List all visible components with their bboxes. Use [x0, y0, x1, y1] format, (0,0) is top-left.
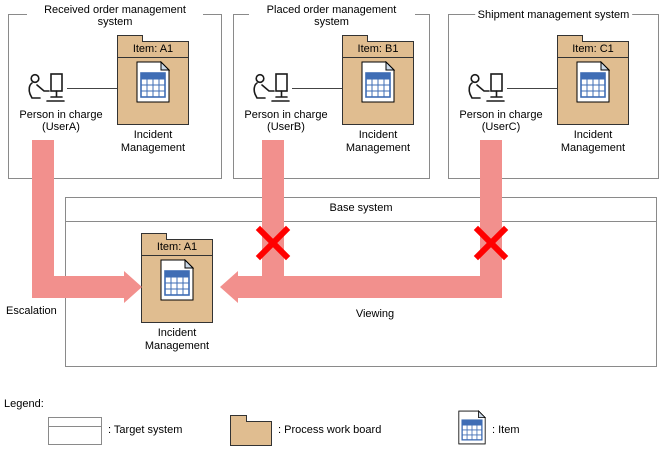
incident-item-icon	[576, 60, 611, 103]
base-system-title: Base system	[329, 202, 393, 214]
system-title: Received order management system	[27, 4, 203, 28]
person-at-computer-icon	[253, 73, 290, 102]
item-caption: Incident Management	[144, 327, 210, 352]
legend-item-icon	[458, 410, 486, 445]
item-title: Item: A1	[142, 240, 212, 256]
item-title: Item: A1	[118, 42, 188, 58]
blocked-cross-userc-icon	[473, 225, 509, 261]
connector-line	[67, 88, 119, 89]
process-work-board-folder: Item: A1	[117, 35, 189, 125]
person-label: Person in charge (UserA)	[19, 109, 103, 133]
escalation-arrowhead-icon	[124, 271, 142, 303]
viewing-label: Viewing	[355, 308, 395, 320]
connector-line	[507, 88, 559, 89]
person-label: Person in charge (UserB)	[244, 109, 328, 133]
item-caption: Incident Management	[560, 129, 626, 154]
viewing-arrow-userb-vertical	[262, 140, 284, 298]
legend-target-system-label: : Target system	[108, 424, 183, 436]
system-title: Placed order management system	[248, 4, 415, 28]
escalation-arrow-vertical	[32, 140, 54, 298]
viewing-arrowhead-icon	[220, 271, 238, 303]
incident-item-icon	[160, 258, 195, 301]
legend-process-work-board-icon	[230, 415, 272, 446]
item-caption: Incident Management	[120, 129, 186, 154]
system-box-placed: Placed order management system Person in…	[233, 4, 430, 179]
connector-line	[292, 88, 344, 89]
item-caption: Incident Management	[345, 129, 411, 154]
person-at-computer-icon	[28, 73, 65, 102]
legend-process-work-board-label: : Process work board	[278, 424, 382, 436]
incident-item-icon	[361, 60, 396, 103]
viewing-arrow-userc-vertical	[480, 140, 502, 298]
legend-title: Legend:	[4, 398, 44, 410]
escalation-label: Escalation	[6, 305, 57, 317]
process-work-board-folder: Item: C1	[557, 35, 629, 125]
person-at-computer-icon	[468, 73, 505, 102]
incident-item-icon	[136, 60, 171, 103]
escalation-arrow-horizontal	[32, 276, 124, 298]
legend-item-label: : Item	[492, 424, 520, 436]
person-label: Person in charge (UserC)	[459, 109, 543, 133]
item-title: Item: B1	[343, 42, 413, 58]
legend-target-system-icon	[48, 417, 102, 445]
base-system-divider	[66, 221, 656, 222]
item-title: Item: C1	[558, 42, 628, 58]
blocked-cross-userb-icon	[255, 225, 291, 261]
viewing-arrow-horizontal	[238, 276, 502, 298]
system-title: Shipment management system	[474, 9, 633, 21]
process-work-board-folder: Item: B1	[342, 35, 414, 125]
process-work-board-folder: Item: A1	[141, 233, 213, 323]
